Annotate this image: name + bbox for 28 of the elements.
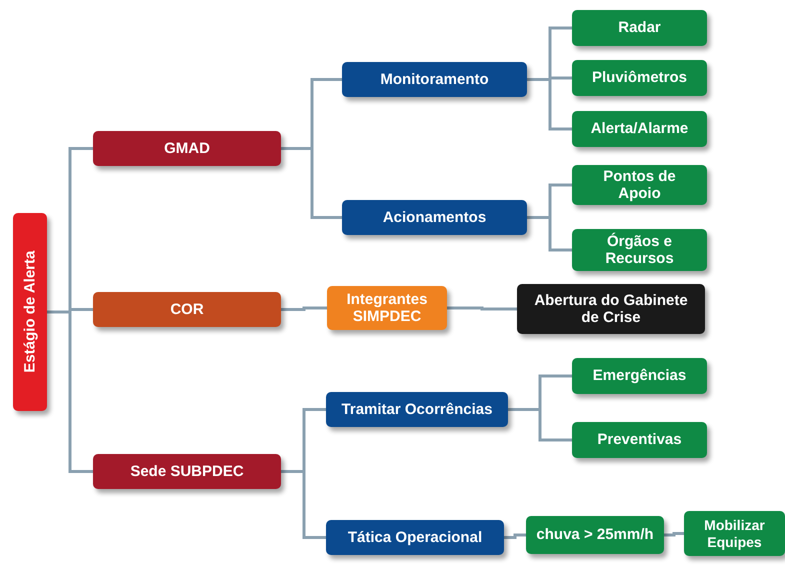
item-box: chuva > 25mm/h [526, 516, 664, 554]
unit-box: COR [93, 292, 281, 327]
item-box: Preventivas [572, 422, 707, 458]
item-box: Mobilizar Equipes [684, 511, 785, 556]
connector-line [447, 306, 517, 310]
task-box: Acionamentos [342, 200, 527, 235]
unit-box: GMAD [93, 131, 281, 166]
connector-line [527, 216, 572, 252]
task-box: Tática Operacional [326, 520, 504, 555]
connector-line [664, 532, 684, 536]
stage-box: Estágio de Alerta [13, 213, 47, 411]
connector-line [281, 470, 326, 539]
connector-line [527, 78, 572, 130]
team-box: Integrantes SIMPDEC [327, 286, 447, 330]
item-box: Pontos de Apoio [572, 165, 707, 205]
action-box: Abertura do Gabinete de Crise [517, 284, 705, 334]
item-box: Órgãos e Recursos [572, 229, 707, 271]
item-box: Pluviômetros [572, 60, 707, 96]
task-box: Monitoramento [342, 62, 527, 97]
connector-line [281, 306, 327, 311]
connector-line [281, 147, 342, 219]
item-box: Emergências [572, 358, 707, 394]
unit-box: Sede SUBPDEC [93, 454, 281, 489]
task-box: Tramitar Ocorrências [326, 392, 508, 427]
item-box: Alerta/Alarme [572, 111, 707, 147]
connector-line [504, 534, 526, 539]
connector-line [508, 408, 572, 442]
item-box: Radar [572, 10, 707, 46]
